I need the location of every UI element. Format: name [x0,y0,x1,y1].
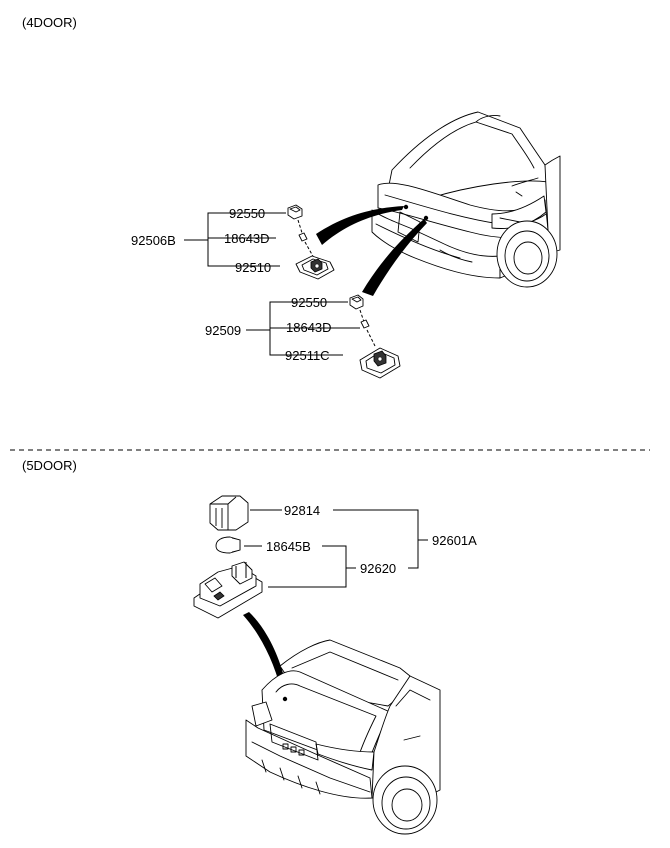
label-92550-lower: 92550 [291,295,327,310]
leader-bracket-92620 [244,545,356,588]
bulb-part-upper [298,232,308,242]
assembly-92601a: 92814 18645B 92620 92601A [193,495,477,619]
label-92620: 92620 [360,561,396,576]
pointer-arrow-upper [316,206,404,245]
label-92601a: 92601A [432,533,477,548]
label-18643d-upper: 18643D [224,231,270,246]
assembly-92506b: 92506B 92550 18643D 92510 [131,204,335,280]
label-92814: 92814 [284,503,320,518]
label-92509: 92509 [205,323,241,338]
bulb-part-18645b [215,536,241,554]
bulb-part-lower [360,319,370,329]
hatchback-rear-illustration [245,639,441,835]
housing-part-92620 [193,561,263,619]
leader-bracket-92601a [250,509,428,569]
assembly-92509: 92509 92550 18643D 92511C [205,294,401,379]
socket-part-lower [349,294,364,310]
lens-part-92814 [209,495,249,531]
section-title-5door: (5DOOR) [22,458,77,473]
pointer-arrow-lower [362,219,427,296]
lamp-part-92511c [359,347,401,379]
label-18643d-lower: 18643D [286,320,332,335]
socket-part-upper [287,204,303,220]
label-92550-upper: 92550 [229,206,265,221]
leader-bracket-92509 [246,301,343,356]
label-92506b: 92506B [131,233,176,248]
leader-bracket-92506b [184,212,280,267]
label-92510: 92510 [235,260,271,275]
lamp-part-92510 [295,255,335,280]
section-title-4door: (4DOOR) [22,15,77,30]
sedan-rear-illustration [371,111,561,288]
label-18645b: 18645B [266,539,311,554]
label-92511c: 92511C [285,348,330,363]
